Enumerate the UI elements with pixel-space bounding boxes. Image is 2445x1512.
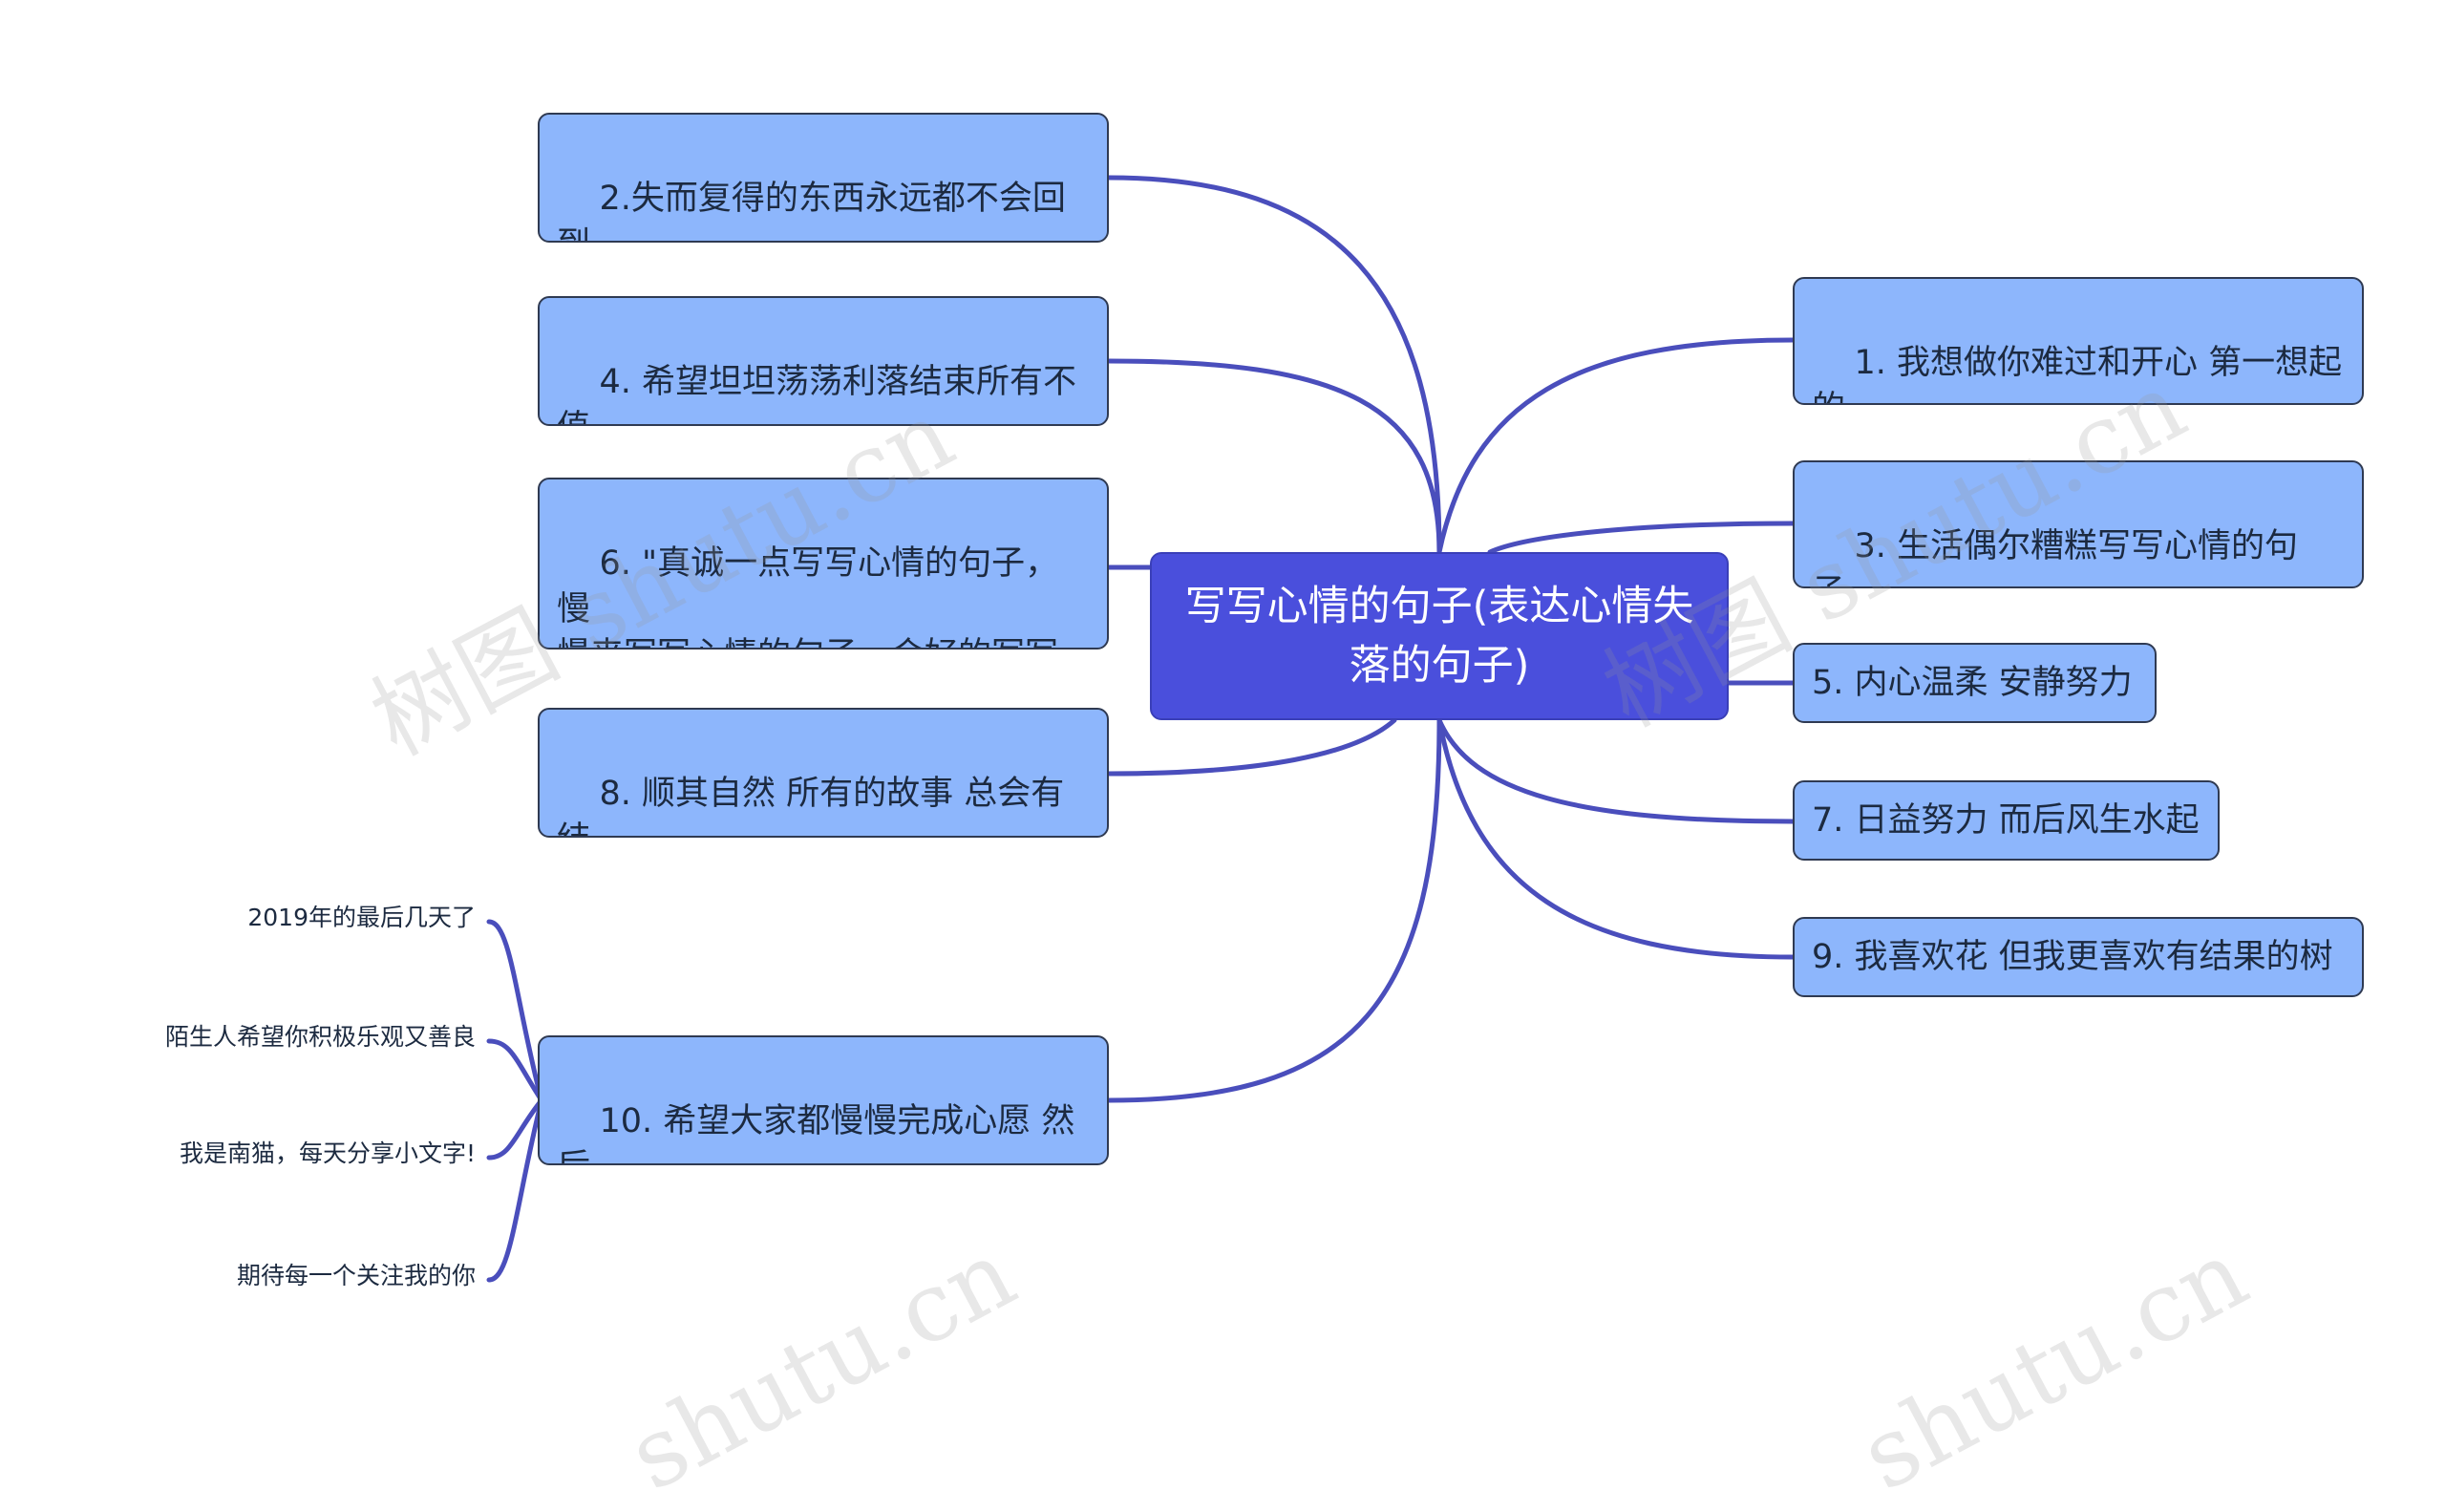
topic-node-3[interactable]: 3. 生活偶尔糟糕写写心情的句子， 但总会有意外惊喜出现。 [1793, 460, 2364, 588]
topic-node-7[interactable]: 7. 日益努力 而后风生水起 [1793, 780, 2220, 861]
topic-node-10[interactable]: 10. 希望大家都慢慢完成心愿 然后 被爱 [538, 1035, 1109, 1165]
topic-node-2[interactable]: 2.失而复得的东西永远都不会回到 最初的样子 [538, 113, 1109, 243]
edge-right-3 [1487, 521, 1796, 555]
topic-node-6[interactable]: 6. "真诚一点写写心情的句子，慢 慢来写写心情的句子，会好的写写 心情的句子，… [538, 478, 1109, 650]
central-topic[interactable]: 写写心情的句子(表达心情失落的句子) [1150, 552, 1729, 720]
topic-node-9[interactable]: 9. 我喜欢花 但我更喜欢有结果的树 [1793, 917, 2364, 997]
topic-node-10-label: 10. 希望大家都慢慢完成心愿 然后 被爱 [557, 1102, 1075, 1163]
topic-node-7-label: 7. 日益努力 而后风生水起 [1812, 801, 2200, 840]
central-topic-label: 写写心情的句子(表达心情失落的句子) [1184, 583, 1694, 690]
topic-node-4-label: 4. 希望坦坦荡荡利落结束所有不值 得的关注 [557, 363, 1077, 424]
leaf-text-3[interactable]: 我是南猫，每天分享小文字! [179, 1139, 476, 1167]
topic-node-5[interactable]: 5. 内心温柔 安静努力 [1793, 643, 2157, 723]
edge-left-4 [1106, 358, 1442, 555]
topic-node-9-label: 9. 我喜欢花 但我更喜欢有结果的树 [1812, 938, 2333, 976]
leaf-text-2[interactable]: 陌生人希望你积极乐观又善良 [164, 1023, 476, 1051]
topic-node-8-label: 8. 顺其自然 所有的故事 总会有结 果. [557, 775, 1065, 836]
leaf-text-4[interactable]: 期待每一个关注我的你 [236, 1262, 476, 1289]
edge-leaf-2 [486, 1038, 544, 1103]
leaf-text-1[interactable]: 2019年的最后几天了 [247, 904, 476, 931]
topic-node-1-label: 1. 我想做你难过和开心 第一想起的 人 [1812, 344, 2343, 403]
edge-leaf-3 [486, 1097, 544, 1161]
edge-right-9 [1436, 717, 1796, 960]
topic-node-5-label: 5. 内心温柔 安静努力 [1812, 664, 2133, 702]
topic-node-2-label: 2.失而复得的东西永远都不会回到 最初的样子 [557, 180, 1066, 241]
connector-lines [486, 175, 1796, 1283]
edge-left-2 [1106, 175, 1442, 555]
topic-node-4[interactable]: 4. 希望坦坦荡荡利落结束所有不值 得的关注 [538, 296, 1109, 426]
edge-right-1 [1436, 337, 1796, 555]
edge-leaf-4 [486, 1097, 544, 1283]
topic-node-3-label: 3. 生活偶尔糟糕写写心情的句子， 但总会有意外惊喜出现。 [1812, 527, 2299, 586]
edge-left-10 [1106, 717, 1442, 1103]
mind-map-canvas: 写写心情的句子(表达心情失落的句子) 2.失而复得的东西永远都不会回到 最初的样… [164, 113, 2364, 1512]
edge-left-8 [1106, 717, 1397, 777]
topic-node-6-label: 6. "真诚一点写写心情的句子，慢 慢来写写心情的句子，会好的写写 心情的句子，… [557, 544, 1059, 648]
topic-node-8[interactable]: 8. 顺其自然 所有的故事 总会有结 果. [538, 708, 1109, 838]
edge-leaf-1 [486, 919, 544, 1103]
topic-node-1[interactable]: 1. 我想做你难过和开心 第一想起的 人 [1793, 277, 2364, 405]
edge-right-7 [1436, 717, 1796, 824]
